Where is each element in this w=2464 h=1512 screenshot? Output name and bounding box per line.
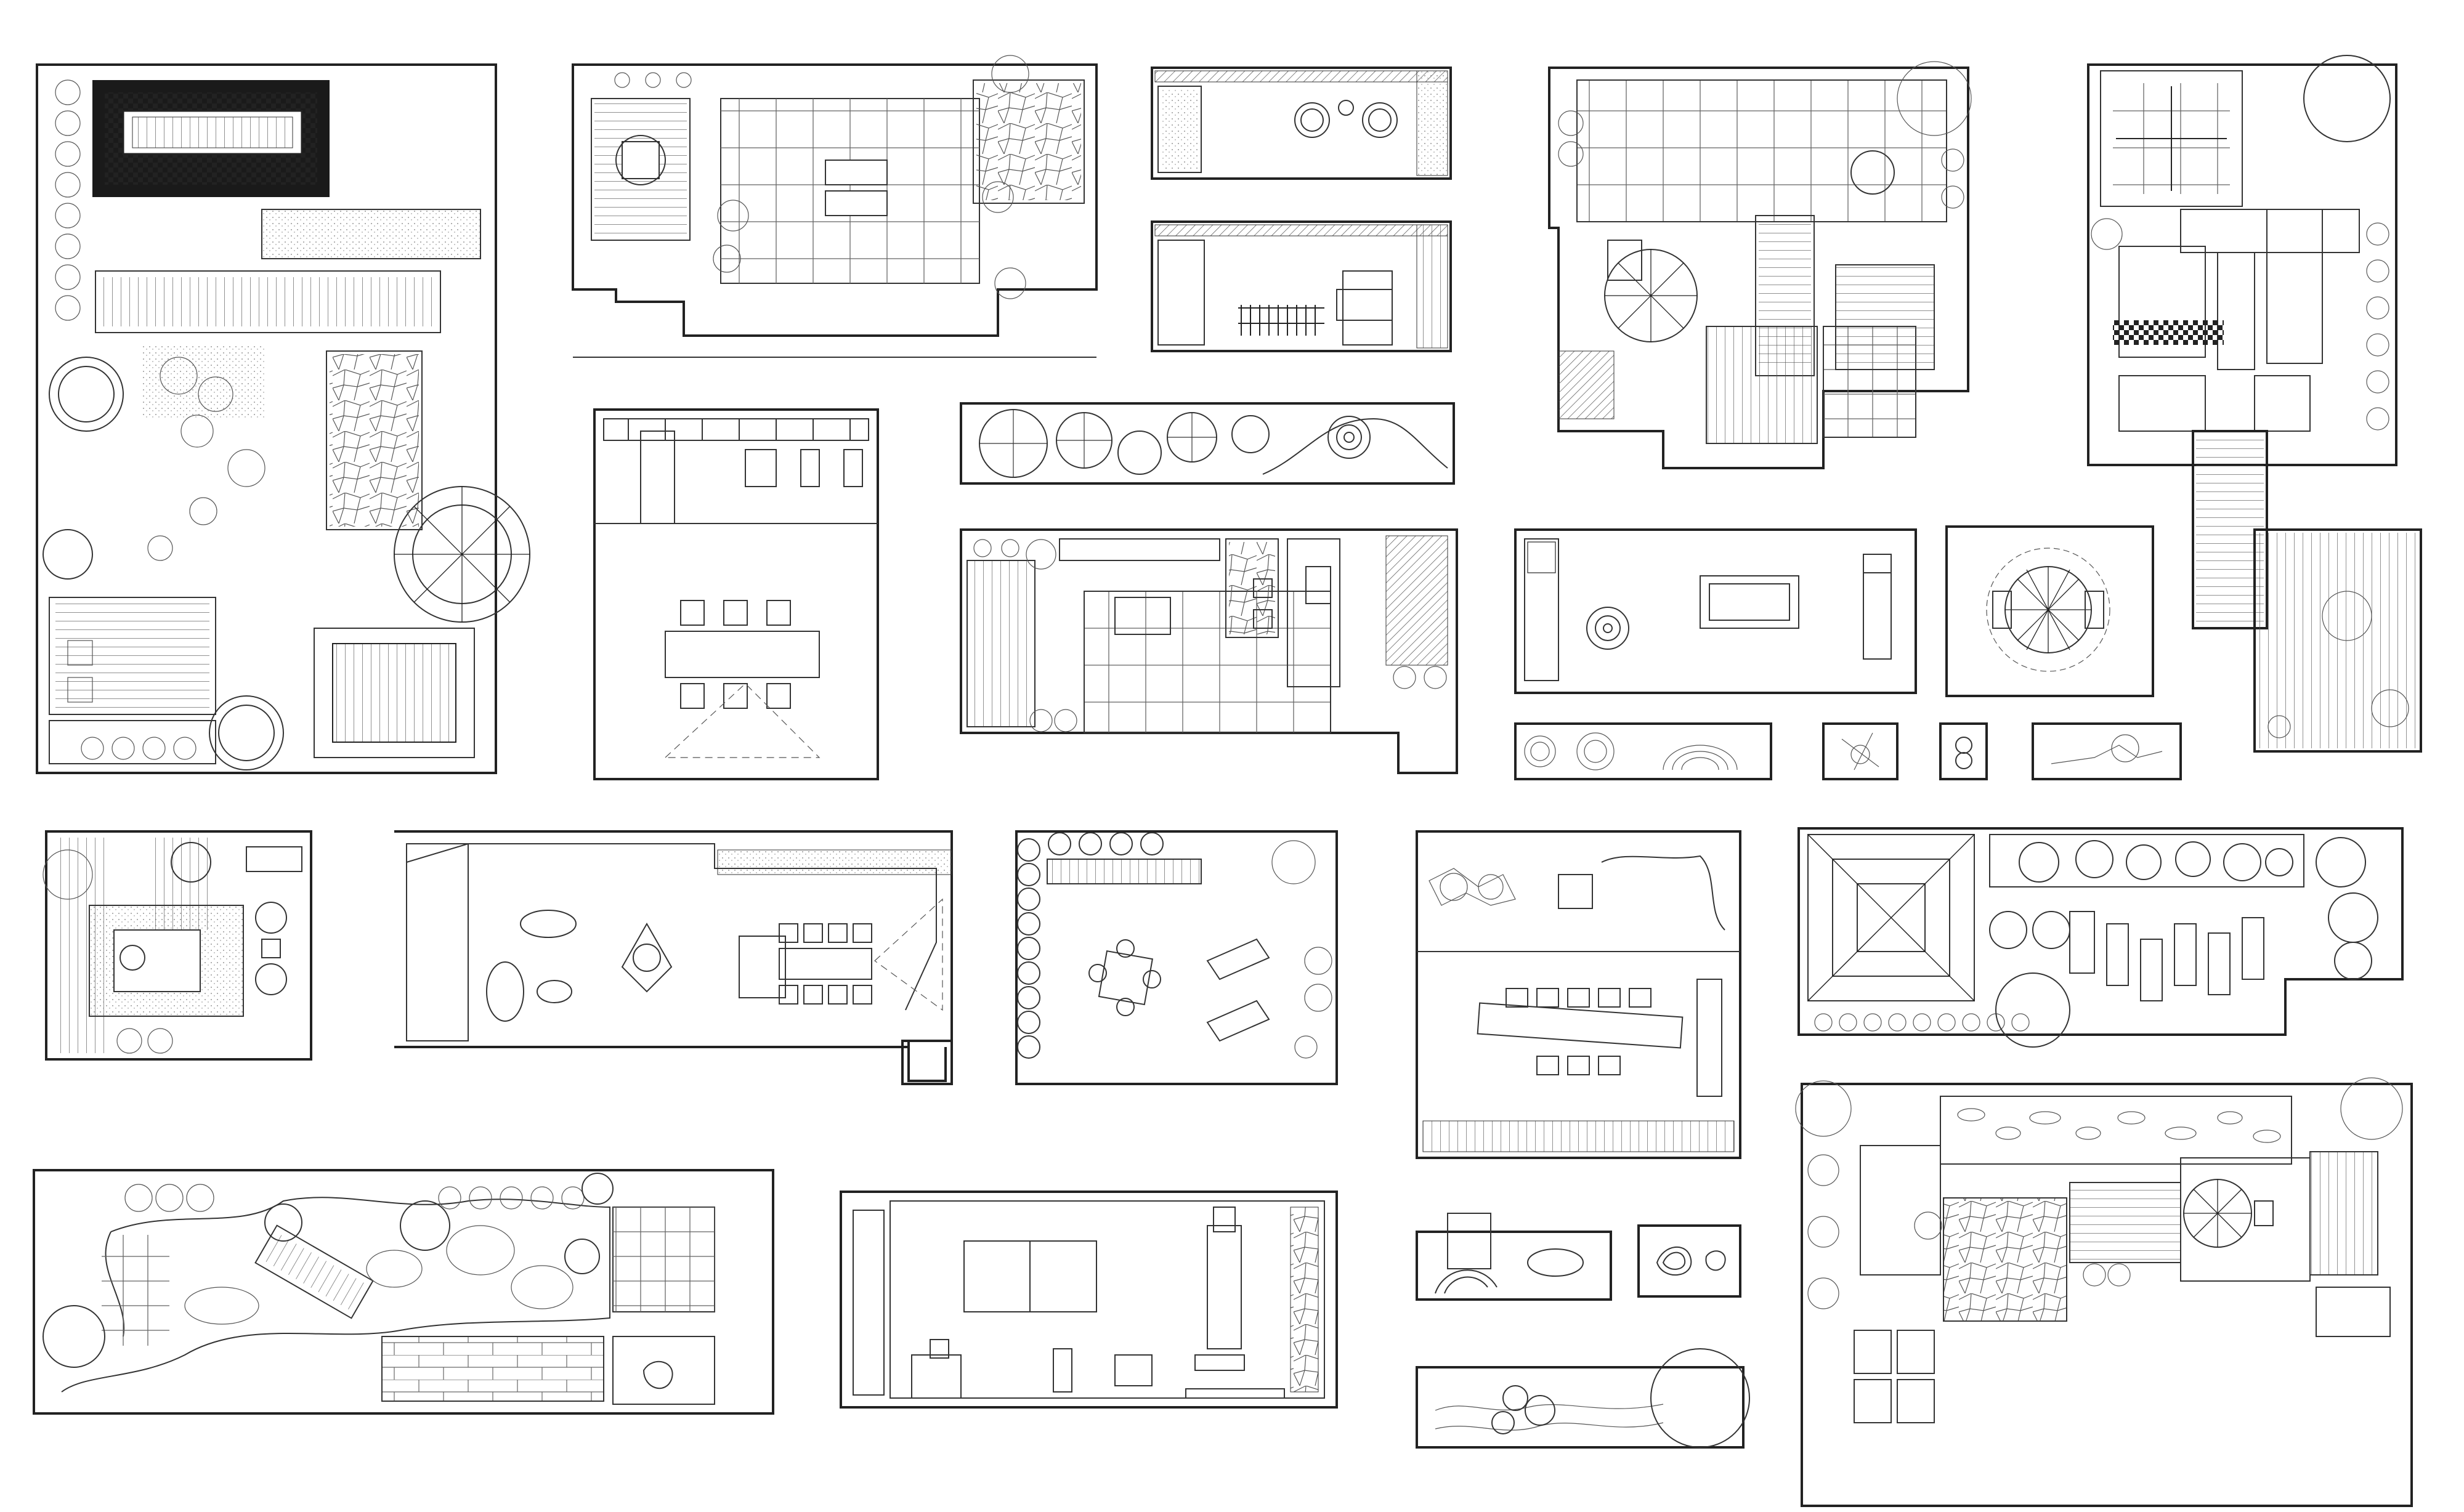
terrace-plan-with-stone-path bbox=[1795, 1077, 2413, 1507]
large-rock-garden-plan bbox=[33, 1169, 774, 1415]
garden-plan-with-pool bbox=[36, 63, 530, 774]
patio-plan-with-dining bbox=[394, 830, 953, 1085]
small-planter-details bbox=[1416, 1213, 1750, 1449]
billiard-room-plan bbox=[1514, 528, 1917, 694]
bonsai-meeting-room-plan bbox=[1416, 830, 1741, 1159]
tree-planter-strip bbox=[960, 402, 1455, 485]
terrace-plan-with-dining-deck bbox=[572, 55, 1098, 358]
courtyard-plan-with-loungers bbox=[1015, 830, 1338, 1085]
balcony-plan-with-counter bbox=[1151, 220, 1452, 352]
balcony-plan-with-lounge-chairs bbox=[1151, 67, 1452, 180]
terrace-plan-with-umbrella bbox=[1548, 61, 1972, 469]
pool-deck-plan bbox=[43, 830, 312, 1061]
kitchen-garden-plan bbox=[960, 528, 1458, 774]
dining-room-plan bbox=[593, 408, 879, 780]
pavilion-and-stepping-stones-plan bbox=[1797, 827, 2404, 1048]
rooftop-garden-plan-with-pergola bbox=[2087, 55, 2422, 753]
gym-room-plan bbox=[840, 1191, 1338, 1409]
umbrella-seating-plan bbox=[1945, 525, 2154, 697]
zen-gravel-strip bbox=[1514, 722, 2182, 780]
